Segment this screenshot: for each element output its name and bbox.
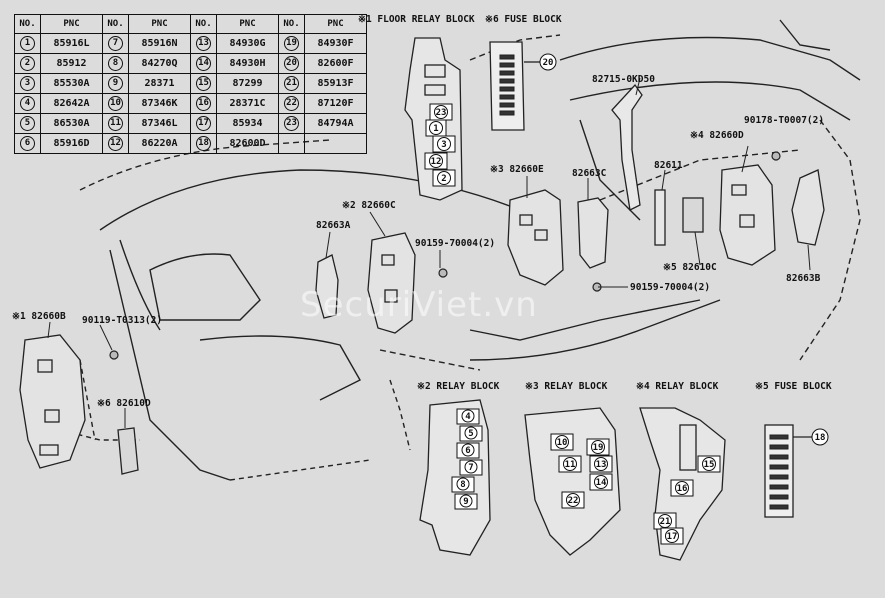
table-header-row: NO. PNC NO. PNC NO. PNC NO. PNC	[14, 14, 367, 34]
part-number: 84930H	[216, 53, 279, 74]
item-number: 15	[196, 76, 211, 91]
header-pnc: PNC	[304, 14, 367, 34]
item-number: 8	[108, 56, 123, 71]
item-number: 12	[108, 136, 123, 151]
part-number: 82600F	[304, 53, 367, 74]
item-number: 16	[196, 96, 211, 111]
item-number: 5	[20, 116, 35, 131]
item-number: 18	[196, 136, 211, 151]
watermark: SecuriViet.vn	[300, 285, 538, 325]
part-number-table: NO. PNC NO. PNC NO. PNC NO. PNC 1 85916L…	[14, 14, 367, 154]
item-number: 11	[108, 116, 123, 131]
item-number: 2	[20, 56, 35, 71]
label-82610d: ※6 82610D	[97, 398, 151, 409]
floor-relay-block-drawing	[404, 37, 463, 201]
part-number: 85916D	[40, 133, 103, 154]
part-number: 85913F	[304, 73, 367, 94]
table-row: 6 85916D 12 86220A 18 82600D	[14, 133, 367, 154]
part-number: 85912	[40, 53, 103, 74]
label-90159-a: 90159-70004(2)	[415, 238, 496, 249]
part-number: 85916L	[40, 33, 103, 54]
item-number: 3	[20, 76, 35, 91]
empty-cell	[278, 133, 305, 154]
header-no: NO.	[14, 14, 41, 34]
part-number: 86220A	[128, 133, 191, 154]
label-82715: 82715-0KD50	[592, 74, 655, 85]
part-number: 85934	[216, 113, 279, 134]
part-number: 84930G	[216, 33, 279, 54]
item-number: 22	[284, 96, 299, 111]
header-pnc: PNC	[40, 14, 103, 34]
table-row: 2 85912 8 84270Q 14 84930H 20 82600F	[14, 53, 367, 74]
empty-cell	[304, 133, 367, 154]
part-number: 86530A	[40, 113, 103, 134]
relay-block-3-title: ※3 RELAY BLOCK	[525, 381, 608, 392]
part-number: 87120F	[304, 93, 367, 114]
item-number: 23	[284, 116, 299, 131]
header-no: NO.	[102, 14, 129, 34]
part-number: 28371	[128, 73, 191, 94]
label-82660c: ※2 82660C	[342, 200, 396, 211]
label-82660d: ※4 82660D	[690, 130, 744, 141]
part-number: 85530A	[40, 73, 103, 94]
item-number: 13	[196, 36, 211, 51]
part-number: 87299	[216, 73, 279, 94]
label-82660e: ※3 82660E	[490, 164, 544, 175]
item-number: 20	[284, 56, 299, 71]
table-row: 4 82642A 10 87346K 16 28371C 22 87120F	[14, 93, 367, 114]
part-number: 84270Q	[128, 53, 191, 74]
label-82611: 82611	[654, 160, 683, 171]
relay-block-4-title: ※4 RELAY BLOCK	[636, 381, 719, 392]
fuse-block-5-title: ※5 FUSE BLOCK	[755, 381, 832, 392]
item-number: 17	[196, 116, 211, 131]
label-82663c: 82663C	[572, 168, 607, 179]
fuse-block-6-drawing	[489, 41, 540, 131]
header-no: NO.	[190, 14, 217, 34]
item-number: 6	[20, 136, 35, 151]
relay-block-2-title: ※2 RELAY BLOCK	[417, 381, 500, 392]
label-90178: 90178-T0007(2)	[744, 115, 825, 126]
item-number: 1	[20, 36, 35, 51]
part-number: 82600D	[216, 133, 279, 154]
item-number: 4	[20, 96, 35, 111]
label-90159-b: 90159-70004(2)	[630, 282, 711, 293]
item-number: 9	[108, 76, 123, 91]
table-row: 5 86530A 11 87346L 17 85934 23 84794A	[14, 113, 367, 134]
item-number: 14	[196, 56, 211, 71]
part-number: 84794A	[304, 113, 367, 134]
part-number: 87346K	[128, 93, 191, 114]
item-number: 19	[284, 36, 299, 51]
header-pnc: PNC	[216, 14, 279, 34]
part-number: 85916N	[128, 33, 191, 54]
header-no: NO.	[278, 14, 305, 34]
label-90119: 90119-T0313(2)	[82, 315, 163, 326]
item-number: 10	[108, 96, 123, 111]
table-row: 3 85530A 9 28371 15 87299 21 85913F	[14, 73, 367, 94]
header-pnc: PNC	[128, 14, 191, 34]
part-number: 28371C	[216, 93, 279, 114]
label-82660b: ※1 82660B	[12, 311, 66, 322]
item-number: 21	[284, 76, 299, 91]
table-row: 1 85916L 7 85916N 13 84930G 19 84930F	[14, 33, 367, 54]
label-82663b: 82663B	[786, 273, 821, 284]
fuse-block-6-title: ※6 FUSE BLOCK	[485, 14, 562, 25]
label-82663a: 82663A	[316, 220, 351, 231]
label-82610c: ※5 82610C	[663, 262, 717, 273]
floor-relay-block-title: ※1 FLOOR RELAY BLOCK	[358, 14, 475, 25]
part-number: 82642A	[40, 93, 103, 114]
item-number: 7	[108, 36, 123, 51]
part-number: 84930F	[304, 33, 367, 54]
part-number: 87346L	[128, 113, 191, 134]
